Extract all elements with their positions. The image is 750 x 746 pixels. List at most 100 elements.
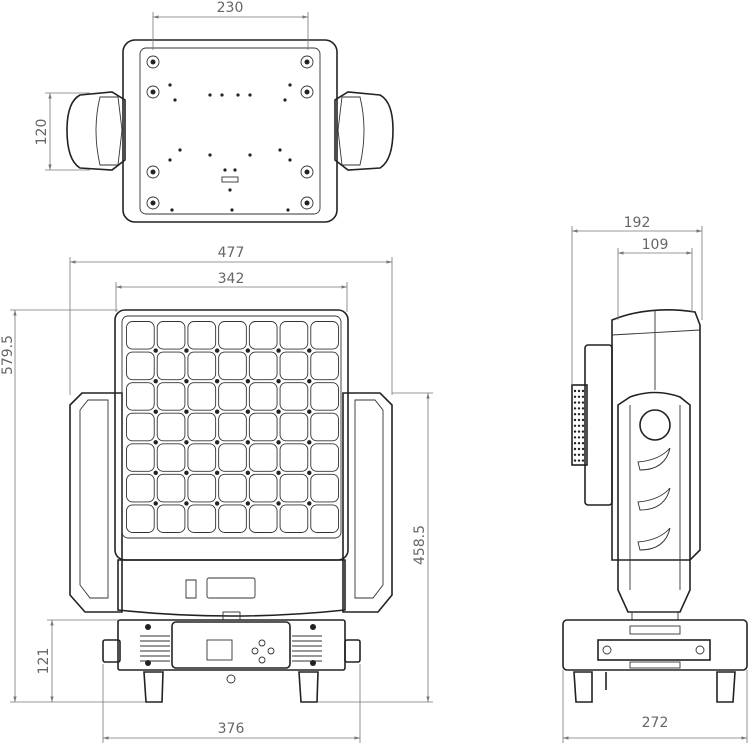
- connector-pin: [577, 424, 581, 427]
- led-cell: [156, 504, 186, 533]
- dim-front-overall-height: 579.5: [0, 335, 16, 375]
- led-cell: [126, 473, 155, 503]
- connector-pin: [577, 395, 581, 398]
- led-cell: [248, 321, 278, 350]
- led-cell: [310, 382, 339, 411]
- led-screw: [276, 440, 281, 445]
- led-cell: [279, 412, 309, 442]
- led-cell: [248, 412, 278, 442]
- screw-dot: [233, 168, 237, 172]
- led-screw: [276, 409, 281, 414]
- mount-hole: [300, 85, 314, 99]
- mount-hole-center: [150, 89, 156, 95]
- screw-dot: [168, 158, 172, 162]
- screw-dot: [283, 98, 287, 102]
- dim-front-arm-height: 458.5: [412, 525, 428, 565]
- led-screw: [307, 409, 312, 414]
- connector-pin: [581, 424, 585, 427]
- connector-pin: [581, 442, 585, 445]
- led-screw: [214, 440, 220, 445]
- led-screw: [214, 501, 220, 506]
- led-grid: [126, 321, 339, 533]
- led-screw: [153, 378, 158, 384]
- led-screw: [245, 348, 251, 353]
- connector-pin: [577, 407, 581, 410]
- connector-pin: [577, 418, 581, 422]
- led-screw: [276, 470, 281, 476]
- led-cell: [218, 382, 247, 411]
- mount-hole: [300, 55, 314, 69]
- led-cell: [279, 473, 309, 503]
- led-cell: [279, 351, 309, 381]
- base-screw: [145, 660, 151, 666]
- led-cell: [187, 473, 217, 503]
- led-cell: [126, 443, 155, 472]
- led-screw: [245, 409, 251, 414]
- dim-front-base-width: 376: [218, 721, 245, 737]
- connector-pin: [581, 459, 585, 462]
- led-screw: [276, 501, 281, 506]
- connector-pin: [577, 453, 581, 456]
- connector-pin: [581, 430, 585, 433]
- connector-pin: [573, 430, 577, 433]
- screw-dot: [248, 93, 252, 97]
- led-cell: [126, 382, 155, 411]
- connector-pin: [573, 413, 577, 416]
- led-cell: [279, 321, 309, 350]
- screw-dot: [236, 93, 240, 97]
- connector-pin: [577, 389, 581, 393]
- connector-pin: [577, 430, 581, 433]
- connector-pin: [581, 389, 585, 393]
- led-screw: [153, 501, 158, 506]
- connector-pin: [577, 442, 581, 445]
- led-cell: [156, 351, 186, 381]
- connector-pin: [581, 407, 585, 410]
- led-cell: [279, 443, 309, 472]
- connector-pin: [573, 407, 577, 410]
- led-screw: [184, 378, 189, 384]
- mount-hole-center: [304, 59, 310, 65]
- led-cell: [218, 351, 247, 381]
- mount-hole: [146, 85, 160, 99]
- led-cell: [310, 351, 339, 381]
- led-screw: [307, 470, 312, 476]
- connector-pin: [581, 395, 585, 398]
- led-cell: [310, 473, 339, 503]
- led-cell: [248, 473, 278, 503]
- connector-pin: [581, 436, 585, 439]
- connector-pin: [581, 453, 585, 456]
- mount-hole-center: [304, 89, 310, 95]
- led-cell: [156, 412, 186, 442]
- led-cell: [187, 443, 217, 472]
- screw-dot: [248, 153, 252, 157]
- mount-hole: [300, 165, 314, 179]
- led-screw: [245, 440, 251, 445]
- base-screw: [310, 624, 316, 630]
- led-screw: [184, 501, 189, 506]
- led-screw: [245, 378, 251, 384]
- connector-pin: [577, 447, 581, 451]
- led-screw: [245, 501, 251, 506]
- screw-dot: [168, 83, 172, 87]
- screw-dot: [208, 153, 212, 157]
- connector-pin: [573, 453, 577, 456]
- led-cell: [156, 382, 186, 411]
- led-screw: [184, 409, 189, 414]
- led-cell: [310, 321, 339, 350]
- connector-pin: [581, 447, 585, 451]
- connector-pin: [573, 401, 577, 404]
- led-cell: [310, 443, 339, 472]
- connector-pin: [573, 395, 577, 398]
- connector-pin: [573, 442, 577, 445]
- base-screw: [145, 624, 151, 630]
- led-cell: [248, 382, 278, 411]
- screw-dot: [220, 93, 224, 97]
- led-screw: [214, 409, 220, 414]
- led-cell: [279, 504, 309, 533]
- screw-dot: [208, 93, 212, 97]
- led-screw: [153, 348, 158, 353]
- connector-pin: [577, 459, 581, 462]
- screw-dot: [278, 148, 282, 152]
- led-cell: [310, 412, 339, 442]
